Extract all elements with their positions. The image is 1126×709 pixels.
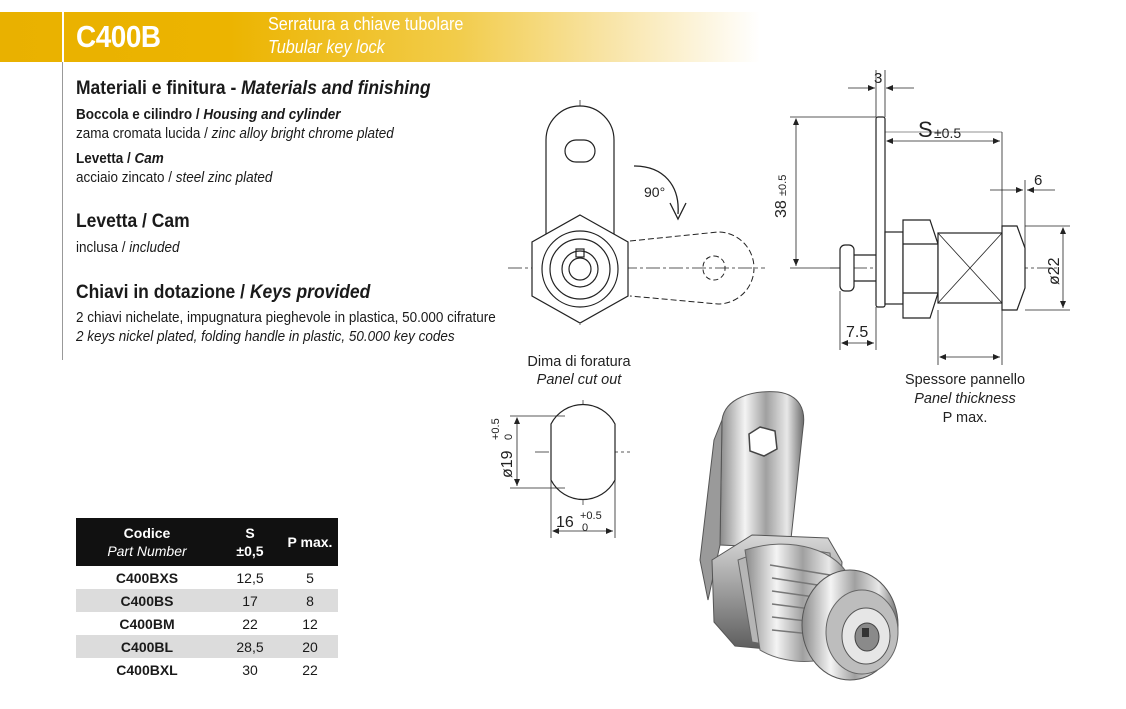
cam-section-value: inclusa / included bbox=[76, 240, 179, 256]
panel-cutout bbox=[510, 400, 630, 538]
col-code-it: Codice bbox=[123, 525, 171, 541]
cell-p: 20 bbox=[282, 635, 338, 658]
cam-material-label: Levetta / Cam bbox=[76, 151, 164, 167]
table-row: C400BXL 30 22 bbox=[76, 658, 338, 681]
left-rule bbox=[62, 62, 63, 360]
cam-material-value-it: acciaio zincato / bbox=[76, 170, 172, 186]
front-view bbox=[508, 100, 765, 325]
dim-38-tol: ±0.5 bbox=[777, 175, 789, 196]
dim-19-tol-up: +0.5 bbox=[490, 418, 502, 440]
materials-title: Materiali e finitura - Materials and fin… bbox=[76, 78, 431, 100]
table-header-row: Codice Part Number S ±0,5 P max. bbox=[76, 518, 338, 566]
cell-s: 30 bbox=[242, 661, 258, 678]
col-s: S ±0,5 bbox=[218, 518, 282, 566]
part-number-table: Codice Part Number S ±0,5 P max. C400BXS… bbox=[76, 518, 338, 681]
rotation-label: 90° bbox=[644, 184, 665, 200]
panel-label-it: Spessore pannello bbox=[905, 372, 1025, 388]
keys-line-en: 2 keys nickel plated, folding handle in … bbox=[76, 329, 455, 345]
dim-diameter-19: ø19 bbox=[499, 450, 516, 478]
housing-value-en: zinc alloy bright chrome plated bbox=[211, 126, 394, 142]
panel-label-en: Panel thickness bbox=[914, 391, 1016, 407]
cam-material-value-en: steel zinc plated bbox=[175, 170, 273, 186]
cam-material-value: acciaio zincato / steel zinc plated bbox=[76, 170, 272, 186]
col-code: Codice Part Number bbox=[76, 518, 218, 566]
cell-s: 12,5 bbox=[236, 569, 264, 586]
housing-value: zama cromata lucida / zinc alloy bright … bbox=[76, 126, 394, 142]
table-row: C400BXS 12,5 5 bbox=[76, 566, 338, 589]
dim-16-tol-low: 0 bbox=[582, 522, 588, 534]
dim-16-tol-up: +0.5 bbox=[580, 510, 602, 522]
dim-6: 6 bbox=[1034, 172, 1042, 189]
cam-value-it: inclusa / bbox=[76, 240, 126, 256]
side-view-dimensions bbox=[790, 70, 1070, 365]
cell-p: 5 bbox=[306, 569, 314, 586]
keys-title-it: Chiavi in dotazione / bbox=[76, 282, 245, 303]
table-row: C400BL 28,5 20 bbox=[76, 635, 338, 658]
cell-p: 8 bbox=[282, 589, 338, 612]
dim-diameter-22: ø22 bbox=[1046, 257, 1063, 285]
housing-value-it: zama cromata lucida / bbox=[76, 126, 208, 142]
cell-s: 17 bbox=[218, 589, 282, 612]
cell-code: C400BS bbox=[76, 589, 218, 612]
dim-7-5: 7.5 bbox=[846, 324, 868, 341]
header-band bbox=[0, 12, 760, 62]
cam-section-title: Levetta / Cam bbox=[76, 211, 190, 232]
materials-title-en: Materials and finishing bbox=[241, 78, 431, 99]
lock-render bbox=[699, 391, 899, 681]
cell-p: 22 bbox=[302, 661, 318, 678]
col-p: P max. bbox=[282, 518, 338, 566]
side-view bbox=[830, 116, 1060, 319]
housing-label: Boccola e cilindro / Housing and cylinde… bbox=[76, 107, 341, 123]
materials-title-it: Materiali e finitura - bbox=[76, 78, 237, 99]
cam-material-label-it: Levetta / bbox=[76, 151, 131, 167]
dim-16: 16 bbox=[556, 514, 574, 531]
dim-s: S bbox=[918, 117, 933, 142]
keys-line-it: 2 chiavi nichelate, impugnatura pieghevo… bbox=[76, 310, 496, 326]
panel-label-p: P max. bbox=[943, 410, 988, 426]
keys-title-en: Keys provided bbox=[249, 282, 371, 303]
keys-section-title: Chiavi in dotazione / Keys provided bbox=[76, 282, 370, 304]
dim-38: 38 bbox=[773, 200, 790, 218]
header-divider bbox=[62, 12, 64, 62]
table-row: C400BM 22 12 bbox=[76, 612, 338, 635]
col-code-en: Part Number bbox=[107, 543, 187, 559]
cutout-label-en: Panel cut out bbox=[537, 372, 623, 388]
cell-p: 12 bbox=[302, 615, 318, 632]
table-row: C400BS 17 8 bbox=[76, 589, 338, 612]
cell-code: C400BL bbox=[76, 635, 218, 658]
cell-s: 28,5 bbox=[218, 635, 282, 658]
dim-19-tol-low: 0 bbox=[503, 434, 515, 440]
housing-label-en: Housing and cylinder bbox=[203, 107, 341, 123]
cam-material-label-en: Cam bbox=[134, 151, 164, 167]
cell-s: 22 bbox=[242, 615, 258, 632]
dim-3: 3 bbox=[874, 70, 882, 87]
housing-label-it: Boccola e cilindro / bbox=[76, 107, 200, 123]
product-subtitle-en: Tubular key lock bbox=[268, 37, 385, 57]
cutout-label-it: Dima di foratura bbox=[527, 354, 631, 370]
col-s-tol: ±0,5 bbox=[236, 543, 264, 559]
col-s-label: S bbox=[245, 525, 255, 541]
product-subtitle-it: Serratura a chiave tubolare bbox=[268, 14, 464, 34]
cell-code: C400BM bbox=[119, 615, 175, 632]
cell-code: C400BXL bbox=[116, 661, 178, 678]
product-code-title: C400B bbox=[76, 19, 161, 54]
keys-line-en-text: 2 keys nickel plated, folding handle in … bbox=[76, 329, 455, 345]
cell-code: C400BXS bbox=[115, 569, 179, 586]
dim-s-tol: ±0.5 bbox=[934, 125, 961, 141]
cam-value-en: included bbox=[129, 240, 180, 256]
